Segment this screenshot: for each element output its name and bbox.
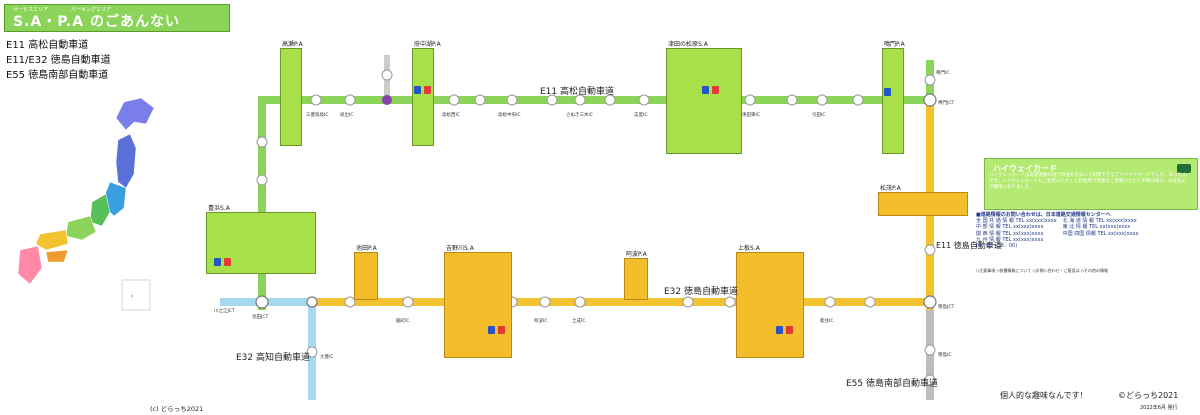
- title-ruby-pa: パーキングエリア: [71, 7, 111, 13]
- toilet-icon: [498, 326, 505, 334]
- toilet-icon: [786, 326, 793, 334]
- card-icon: [1177, 164, 1191, 173]
- toilet-icon: [884, 88, 891, 96]
- ic-label: 鳴門JCT: [938, 101, 955, 106]
- sa-naruto[interactable]: 鳴門P.A: [882, 41, 905, 154]
- highway-card-title: ハイウェイカード: [993, 164, 1057, 173]
- highway-label-kochi: E32 高知自動車道: [236, 353, 310, 363]
- toilet-icon: [702, 86, 709, 94]
- ic-label: 池田JCT: [252, 315, 269, 320]
- sa-toyohama-label: 豊浜S.A: [208, 205, 230, 212]
- ic-label: 引田IC: [812, 113, 826, 118]
- phone-row: 北 海 道 情 報 TEL xx(xxx)xxxx: [1062, 218, 1137, 225]
- toilet-icon: [424, 86, 431, 94]
- toilet-icon: [414, 86, 421, 94]
- title-ruby-sa: サービスエリア: [13, 7, 49, 13]
- route-item: E11 高松自動車道: [6, 40, 89, 51]
- phone-row: 九 州 情 報 TEL xx(xxx)xxxx: [976, 236, 1044, 243]
- credit-left: (c) どらっち2021: [150, 405, 204, 413]
- pa-ikeda[interactable]: 池田P.A: [354, 245, 378, 300]
- ic-label: 藍住IC: [820, 319, 834, 324]
- toilet-icon: [776, 326, 783, 334]
- route-item: E55 徳島南部自動車道: [6, 70, 109, 81]
- pa-awa-label: 阿波P.A: [626, 251, 647, 258]
- phone-info: ■道路情報のお問い合わせは、日本道路交通情報センターへ 全 国 共 通 情 報 …: [976, 212, 1196, 249]
- credit-right: ©どらっち2021: [1118, 391, 1179, 400]
- ic-label: 徳島JCT: [938, 305, 955, 310]
- ic-label: 鳴門IC: [936, 71, 950, 76]
- page-title: S.A・P.A のごあんない: [13, 14, 180, 30]
- ic-label: 志度IC: [634, 113, 648, 118]
- sa-takase-label: 高瀬P.A: [282, 41, 303, 48]
- sa-kamiita-label: 上板S.A: [738, 245, 760, 252]
- toilet-icon: [214, 258, 221, 266]
- sa-tsuda-label: 津田の松原S.A: [668, 41, 708, 48]
- hobby-note: 個人的な趣味なんです！: [1000, 391, 1088, 400]
- phone-title: ■道路情報のお問い合わせは、日本道路交通情報センターへ: [976, 212, 1111, 218]
- sa-tsuda[interactable]: 津田の松原S.A: [666, 41, 742, 154]
- pa-ikeda-label: 池田P.A: [356, 245, 377, 252]
- toilet-icon: [488, 326, 495, 334]
- phone-row: 関 西 情 報 TEL xx(xxx)xxxx: [976, 230, 1044, 237]
- ic-label: さぬき三木IC: [566, 113, 593, 118]
- ic-label: 大豊IC: [320, 355, 334, 360]
- highway-label-e11: E11 高松自動車道: [540, 87, 614, 97]
- sa-fuchu-label: 府中湖P.A: [414, 41, 441, 48]
- notes-text: ◇注意事項 ◇各種情報について ◇お問い合わせ・ご意見は ◇その他の情報: [976, 268, 1108, 273]
- phone-row: 中 部 情 報 TEL xx(xxx)xxxx: [976, 224, 1044, 231]
- ic-label: 高松中央IC: [498, 113, 521, 118]
- route-list: E11 高松自動車道 E11/E32 徳島自動車道 E55 徳島南部自動車道: [6, 38, 111, 83]
- toilet-icon: [224, 258, 231, 266]
- toilet-icon: [712, 86, 719, 94]
- highway-label-e55: E55 徳島南部自動車道: [846, 379, 938, 389]
- sa-yoshinogawa-label: 吉野川S.A: [446, 245, 474, 252]
- pa-matsushige[interactable]: 松茂P.A: [878, 185, 968, 216]
- ic-label: 土成IC: [572, 319, 586, 324]
- ic-label: 徳島IC: [938, 353, 952, 358]
- ic-label: 坂出IC: [340, 113, 354, 118]
- highway-label-e11-tokushima: E11 徳島自動車道: [936, 241, 1002, 250]
- sa-kamiita[interactable]: 上板S.A: [736, 245, 804, 358]
- sa-yoshinogawa[interactable]: 吉野川S.A: [444, 245, 512, 358]
- sa-fuchu[interactable]: 府中湖P.A: [412, 41, 441, 146]
- phone-row: 中国 四国 情報 TEL xx(xxx)xxxx: [1062, 230, 1139, 237]
- highway-card-box: ハイウェイカード ハイウェイカードは高速道路の通行料金の支払いで利用できるプリペ…: [984, 158, 1198, 210]
- sa-takase[interactable]: 高瀬P.A: [280, 41, 303, 146]
- ic-label: 高松西IC: [442, 113, 460, 118]
- hours-note: (9：00〜18：00): [976, 243, 1018, 250]
- phone-row: 東 北 情 報 TEL xx(xxx)xxxx: [1062, 224, 1131, 231]
- sa-naruto-label: 鳴門P.A: [884, 41, 905, 48]
- highway-card-body: ハイウェイカードは高速道路の通行料金の支払いで利用できるプリペイドカードでした。…: [989, 173, 1187, 190]
- title-banner: サービスエリア パーキングエリア S.A・P.A のごあんない: [4, 4, 230, 32]
- highway-label-e32: E32 徳島自動車道: [664, 287, 738, 297]
- ic-label: 阿波IC: [534, 319, 548, 324]
- pa-matsushige-label: 松茂P.A: [880, 185, 901, 192]
- pa-awa[interactable]: 阿波P.A: [624, 251, 648, 300]
- ic-label: 脇町IC: [396, 319, 410, 324]
- ic-label: 津田東IC: [742, 113, 760, 118]
- route-item: E11/E32 徳島自動車道: [6, 55, 111, 66]
- issue-date: 2022年6月 発行: [1140, 405, 1178, 411]
- e11-takamatsu-line: [258, 96, 930, 310]
- japan-map: [17, 97, 155, 311]
- sa-toyohama[interactable]: 豊浜S.A: [206, 205, 316, 274]
- phone-row: 全 国 共 通 情 報 TEL xx(xxx)xxxx: [976, 218, 1057, 225]
- ic-label: 三豊鳥坂IC: [306, 113, 329, 118]
- ic-label: 川之江JCT: [214, 309, 235, 314]
